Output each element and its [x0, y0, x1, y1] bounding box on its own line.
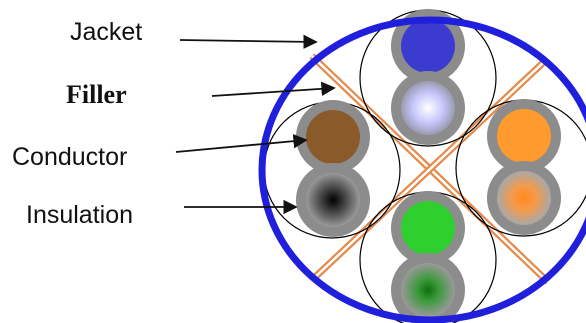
label-filler: Filler: [66, 80, 127, 109]
label-conductor: Conductor: [12, 143, 128, 171]
conductor-leader-arrow: [175, 133, 308, 153]
jacket-ring: [258, 16, 586, 323]
pair-orange: [487, 99, 561, 235]
pair-brown: [296, 100, 370, 237]
jacket-leader-arrow: [179, 34, 318, 50]
label-jacket: Jacket: [70, 18, 143, 46]
filler-leader-arrow: [211, 81, 336, 97]
label-insulation: Insulation: [26, 201, 134, 229]
pair-blue: [391, 9, 465, 145]
filler-cross: [309, 53, 551, 285]
pair-green: [391, 191, 465, 323]
